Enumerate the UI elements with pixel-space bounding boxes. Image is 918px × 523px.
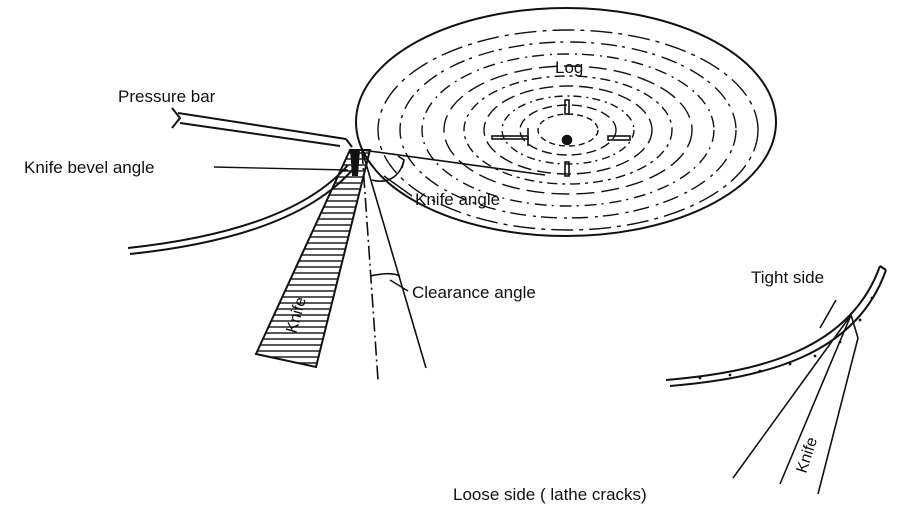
loose-side-label: Loose side ( lathe cracks) bbox=[453, 485, 647, 504]
pressure-bar bbox=[171, 107, 353, 148]
log-outline bbox=[355, 7, 777, 237]
vertical-centerline bbox=[361, 149, 379, 381]
growth-ring bbox=[519, 104, 617, 156]
pressure-bar-label: Pressure bar bbox=[118, 87, 216, 106]
knife-bevel-angle-label: Knife bevel angle bbox=[24, 158, 154, 177]
veneer-mark bbox=[858, 318, 862, 322]
veneer-detail-marks bbox=[698, 296, 874, 380]
log: Log bbox=[355, 7, 777, 237]
veneer-mark bbox=[870, 296, 874, 300]
clearance-angle-arc bbox=[369, 272, 401, 277]
growth-ring bbox=[501, 95, 635, 165]
clearance-ray bbox=[361, 149, 427, 369]
clearance-angle-label: Clearance angle bbox=[412, 283, 536, 302]
tight-side-label: Tight side bbox=[751, 268, 824, 287]
growth-ring bbox=[463, 75, 673, 185]
growth-ring bbox=[421, 53, 715, 207]
detail-knife: Knife bbox=[732, 299, 859, 495]
veneer-detail bbox=[665, 265, 887, 387]
veneer-mark bbox=[788, 362, 792, 366]
veneer-mark bbox=[728, 373, 732, 377]
log-label: Log bbox=[555, 58, 583, 77]
growth-ring bbox=[399, 41, 737, 219]
growth-ring bbox=[483, 85, 653, 175]
log-center-marks bbox=[491, 99, 631, 177]
growth-ring bbox=[443, 65, 693, 195]
veneer-mark bbox=[813, 354, 817, 358]
angle-reference-lines bbox=[361, 149, 546, 381]
leader-lines bbox=[213, 166, 413, 292]
main-knife: Knife bbox=[254, 149, 372, 369]
veneer-mark bbox=[698, 376, 702, 380]
knife-angle-ray bbox=[361, 149, 546, 176]
knife-angle-label: Knife angle bbox=[415, 190, 500, 209]
veneer-mark bbox=[758, 369, 762, 373]
growth-ring bbox=[377, 29, 759, 231]
